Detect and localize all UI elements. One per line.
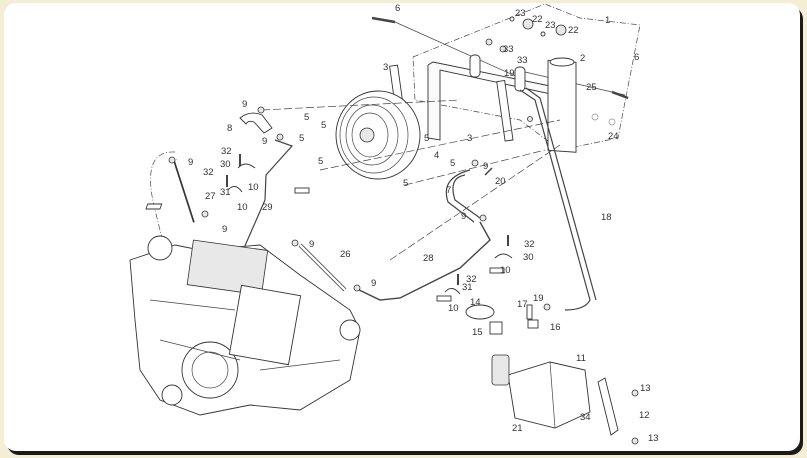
hose-8 <box>239 112 273 134</box>
hose-7 <box>445 169 481 223</box>
callout-label: 33 <box>503 44 514 55</box>
callout-label: 11 <box>576 353 586 364</box>
callout-label: 32 <box>221 146 232 157</box>
fitting-17 <box>526 304 533 320</box>
callout-label: 18 <box>601 212 612 223</box>
callout-label: 19 <box>504 68 515 79</box>
callout-label: 15 <box>472 327 483 338</box>
radiator-side-tank <box>547 59 577 153</box>
callout-label: 2 <box>580 53 585 64</box>
fitting-16 <box>527 319 539 329</box>
callout-label: 5 <box>321 120 326 131</box>
callout-label: 26 <box>340 249 351 260</box>
callout-label: 30 <box>523 252 534 263</box>
reservoir-cap-14 <box>465 304 495 320</box>
callout-label: 6 <box>634 52 639 63</box>
callout-label: 10 <box>237 202 248 213</box>
callout-label: 5 <box>450 158 455 169</box>
callout-label: 13 <box>640 383 651 394</box>
callout-label: 17 <box>517 299 528 310</box>
callout-label: 4 <box>434 150 439 161</box>
callout-label: 8 <box>227 123 232 134</box>
callout-label: 32 <box>466 274 477 285</box>
callout-label: 14 <box>470 297 481 308</box>
callout-labels: 6 23 22 23 22 1 33 33 6 2 3 19 25 9 5 5 … <box>188 3 659 444</box>
callout-label: 1 <box>605 15 610 26</box>
bolt-6-right <box>611 90 629 100</box>
callout-label: 30 <box>220 159 231 170</box>
callout-label: 20 <box>495 176 506 187</box>
pipe-28 <box>354 221 491 301</box>
bolt-6 <box>371 16 396 24</box>
callout-label: 9 <box>262 136 267 147</box>
callout-label: 9 <box>188 157 193 168</box>
callout-label: 9 <box>461 211 466 222</box>
callout-label: 34 <box>580 412 591 423</box>
callout-label: 27 <box>205 191 216 202</box>
callout-label: 32 <box>524 239 535 250</box>
nut-33 <box>485 38 493 46</box>
callout-label: 21 <box>512 423 523 434</box>
callout-label: 29 <box>262 202 273 213</box>
callout-label: 10 <box>448 303 459 314</box>
callout-label: 9 <box>242 99 247 110</box>
bracket-3 <box>496 80 514 142</box>
callout-label: 25 <box>586 82 597 93</box>
callout-label: 28 <box>423 253 434 264</box>
nut-13 <box>631 437 639 445</box>
callout-label: 23 <box>545 20 556 31</box>
diagram-panel <box>4 3 800 451</box>
callout-label: 5 <box>304 112 309 123</box>
nut-13 <box>631 389 639 397</box>
bracket-right <box>514 66 526 92</box>
callout-label: 9 <box>371 278 376 289</box>
callout-label: 24 <box>608 131 619 142</box>
alignment-lines <box>261 99 561 261</box>
callout-label: 22 <box>532 14 543 25</box>
bracket-left <box>469 54 481 78</box>
callout-label: 9 <box>222 224 227 235</box>
callout-label: 33 <box>517 55 528 66</box>
callout-label: 16 <box>550 322 561 333</box>
hose-27-route <box>150 151 176 361</box>
callout-label: 22 <box>568 25 579 36</box>
callout-label: 12 <box>639 410 650 421</box>
grommet-22 <box>555 24 567 36</box>
callout-label: 5 <box>299 133 304 144</box>
cooling-fan <box>335 90 421 180</box>
hose-18 <box>519 87 597 311</box>
radiator-cap <box>549 57 575 67</box>
filler-15 <box>489 321 503 335</box>
callout-label: 31 <box>462 282 473 293</box>
bracket-12 <box>597 377 619 436</box>
callout-label: 6 <box>395 3 400 14</box>
coolant-reservoir <box>465 304 591 429</box>
radiator-assembly-outline <box>412 3 641 151</box>
callout-label: 3 <box>467 133 472 144</box>
callout-label: 10 <box>248 182 259 193</box>
callout-label: 9 <box>483 161 488 172</box>
callout-label: 9 <box>309 239 314 250</box>
nut-33 <box>499 45 507 53</box>
callout-label: 5 <box>403 178 408 189</box>
callout-label: 32 <box>203 167 214 178</box>
callout-label: 31 <box>220 187 231 198</box>
callout-label: 5 <box>424 133 429 144</box>
callout-label: 3 <box>383 62 388 73</box>
callout-label: 7 <box>446 185 451 196</box>
callout-label: 19 <box>533 293 544 304</box>
clamps-and-fasteners <box>145 106 551 311</box>
grommet-22 <box>522 18 534 30</box>
callout-label: 5 <box>318 156 323 167</box>
callout-label: 10 <box>500 265 511 276</box>
callout-label: 23 <box>515 8 526 19</box>
engine <box>129 235 361 416</box>
callout-label: 13 <box>648 433 659 444</box>
